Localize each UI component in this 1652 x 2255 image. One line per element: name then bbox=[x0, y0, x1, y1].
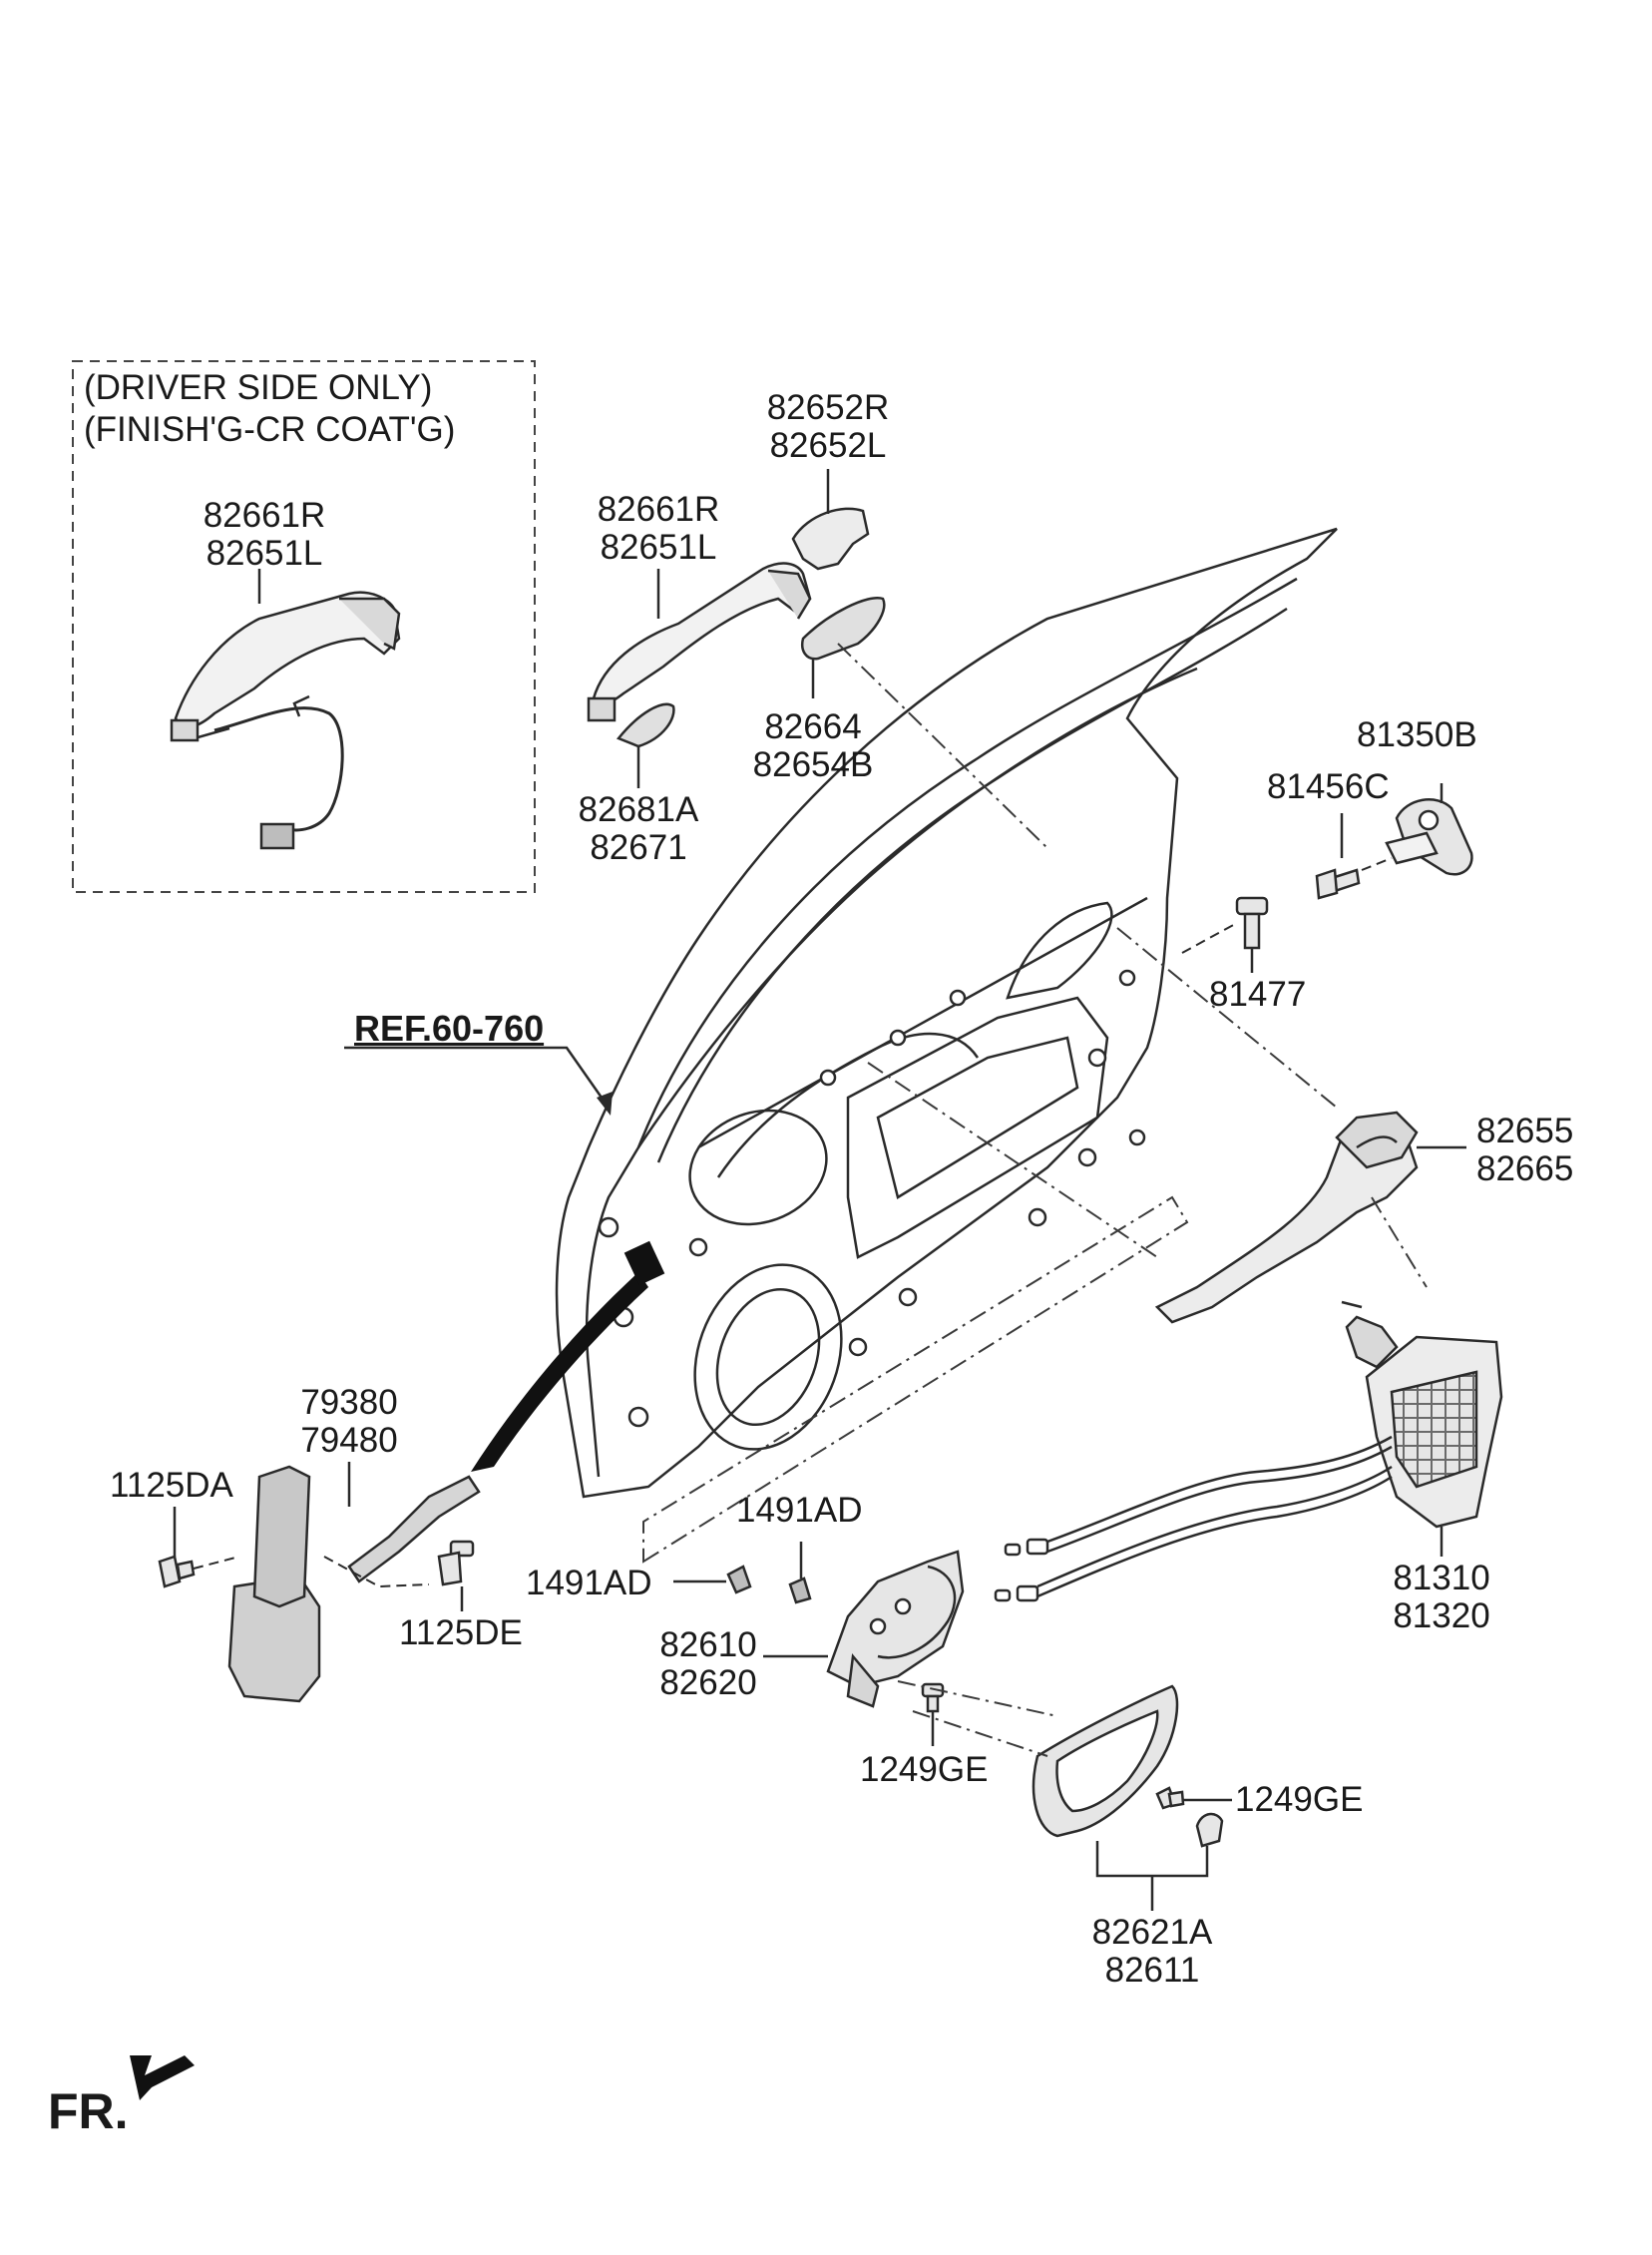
label-1249GE-a: 1249GE bbox=[860, 1750, 989, 1789]
inside-handle bbox=[826, 1550, 965, 1708]
handle-gasket bbox=[801, 596, 886, 661]
front-direction-label: FR. bbox=[48, 2083, 129, 2139]
note-line-2: (FINISH'G-CR COAT'G) bbox=[84, 410, 456, 449]
striker bbox=[1385, 798, 1473, 876]
label-81320: 81320 bbox=[1393, 1596, 1490, 1635]
label-1491AD-a: 1491AD bbox=[526, 1564, 652, 1602]
label-1249GE-b: 1249GE bbox=[1235, 1780, 1364, 1819]
handle-gasket-small bbox=[616, 702, 675, 748]
ref-leader-arrow bbox=[597, 1092, 613, 1116]
screw-1249GE-a bbox=[921, 1682, 945, 1713]
label-82621A: 82621A bbox=[1091, 1913, 1213, 1952]
door-latch bbox=[1341, 1300, 1503, 1529]
label-82611: 82611 bbox=[1104, 1951, 1200, 1990]
label-81477: 81477 bbox=[1209, 975, 1307, 1014]
bezel-bracket bbox=[1095, 1841, 1209, 1911]
ref-connector bbox=[623, 1240, 665, 1286]
door-check bbox=[227, 1465, 481, 1703]
door-panel bbox=[555, 527, 1338, 1499]
label-81350B: 81350B bbox=[1357, 715, 1477, 754]
screw-81456C bbox=[1315, 868, 1361, 900]
label-82620: 82620 bbox=[659, 1663, 757, 1702]
bolt-81477 bbox=[1235, 896, 1269, 950]
handle-cover bbox=[791, 507, 870, 571]
label-81310: 81310 bbox=[1393, 1559, 1490, 1597]
label-82651L-driver: 82651L bbox=[206, 534, 323, 573]
label-82654B: 82654B bbox=[752, 745, 874, 784]
label-1125DE: 1125DE bbox=[399, 1613, 523, 1652]
handle-wire bbox=[213, 706, 344, 832]
label-82651L: 82651L bbox=[600, 528, 717, 567]
bolt-dash bbox=[1181, 922, 1238, 954]
handle-wire-branch bbox=[292, 694, 310, 717]
label-82655: 82655 bbox=[1476, 1112, 1574, 1150]
outside-handle bbox=[587, 562, 812, 722]
clip-1491AD-b bbox=[788, 1577, 812, 1604]
label-82652L: 82652L bbox=[769, 426, 887, 465]
ref-label: REF.60-760 bbox=[354, 1008, 545, 1049]
outside-handle-driver bbox=[170, 591, 401, 742]
latch-cables bbox=[1036, 1435, 1393, 1598]
cable-ends bbox=[994, 1538, 1049, 1602]
label-82671: 82671 bbox=[590, 828, 687, 867]
striker-dash bbox=[1361, 857, 1393, 871]
label-1125DA: 1125DA bbox=[110, 1466, 233, 1505]
label-81456C: 81456C bbox=[1267, 767, 1390, 806]
bolt-1125DA bbox=[158, 1555, 196, 1588]
bezel-cap bbox=[1195, 1812, 1224, 1848]
note-line-1: (DRIVER SIDE ONLY) bbox=[84, 368, 433, 407]
driver-side-box bbox=[72, 360, 536, 893]
bolt-1125DE-dash bbox=[323, 1556, 430, 1588]
inside-handle-bezel bbox=[1032, 1684, 1179, 1838]
label-82661R-driver: 82661R bbox=[203, 496, 326, 535]
bolt-1125DE bbox=[437, 1540, 475, 1586]
label-82610: 82610 bbox=[659, 1625, 757, 1664]
label-82664: 82664 bbox=[764, 707, 862, 746]
label-82665: 82665 bbox=[1476, 1149, 1574, 1188]
label-79480: 79480 bbox=[300, 1421, 398, 1460]
fr-arrow-icon bbox=[130, 2055, 195, 2100]
ref-band bbox=[471, 1272, 648, 1472]
ref-leader bbox=[344, 1046, 611, 1109]
guide-lines bbox=[642, 643, 1428, 1757]
label-82661R: 82661R bbox=[597, 490, 720, 529]
label-1491AD-b: 1491AD bbox=[736, 1491, 863, 1530]
label-82681A: 82681A bbox=[578, 790, 699, 829]
clip-1491AD-a bbox=[726, 1565, 752, 1594]
screw-1249GE-b bbox=[1155, 1786, 1185, 1810]
bolt-1125DA-dash bbox=[193, 1556, 240, 1570]
label-79380: 79380 bbox=[300, 1383, 398, 1422]
label-82652R: 82652R bbox=[766, 388, 890, 427]
handle-bracket bbox=[1154, 1111, 1419, 1324]
wire-connector bbox=[259, 822, 295, 850]
